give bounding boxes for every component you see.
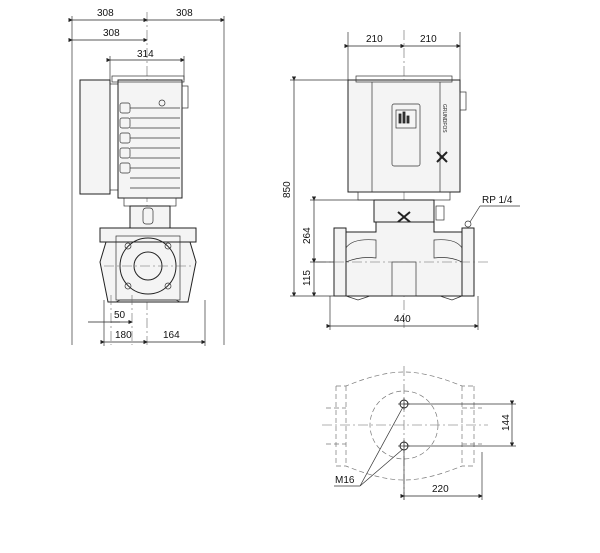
dim-side-bottom-left: 180 [115, 330, 132, 341]
cable-glands [119, 102, 131, 174]
front-motor [347, 79, 461, 193]
motor-body [117, 79, 183, 199]
dim-side-top-left: 308 [97, 8, 114, 19]
dim-side-motor-width: 314 [137, 49, 154, 60]
motor-fins [130, 107, 180, 189]
front-lantern [373, 199, 435, 223]
label-rp-port: RP 1/4 [482, 195, 513, 206]
brand-logo-text: GRUNDFOS [441, 104, 447, 133]
dim-side-second: 308 [103, 28, 120, 39]
dim-front-height: 850 [282, 181, 293, 198]
rp-port [464, 220, 472, 228]
pump-flange-top [99, 227, 197, 243]
control-panel [391, 103, 421, 167]
dim-front-width: 440 [394, 314, 411, 325]
dim-top-spacing: 144 [501, 414, 512, 431]
dim-front-left: 210 [366, 34, 383, 45]
lantern [129, 205, 171, 229]
dim-side-bottom-right: 164 [163, 330, 180, 341]
dim-front-right: 210 [420, 34, 437, 45]
top-dimensions: 144 220 M16 [334, 400, 516, 500]
dim-front-mid-height: 264 [302, 227, 313, 244]
terminal-box [79, 79, 111, 195]
label-bolt-size: M16 [335, 475, 355, 486]
side-view [71, 12, 225, 345]
dim-side-offset: 50 [114, 310, 126, 321]
pump-housing [99, 241, 197, 303]
dim-side-top-right: 308 [176, 8, 193, 19]
dim-top-offset: 220 [432, 484, 449, 495]
front-dimensions: 210 210 850 264 115 440 RP 1/4 [282, 34, 520, 330]
dim-front-low-height: 115 [302, 270, 313, 286]
side-dimensions: 308 308 308 314 50 180 164 [68, 8, 225, 346]
front-view: GRUNDFOS [316, 30, 490, 330]
